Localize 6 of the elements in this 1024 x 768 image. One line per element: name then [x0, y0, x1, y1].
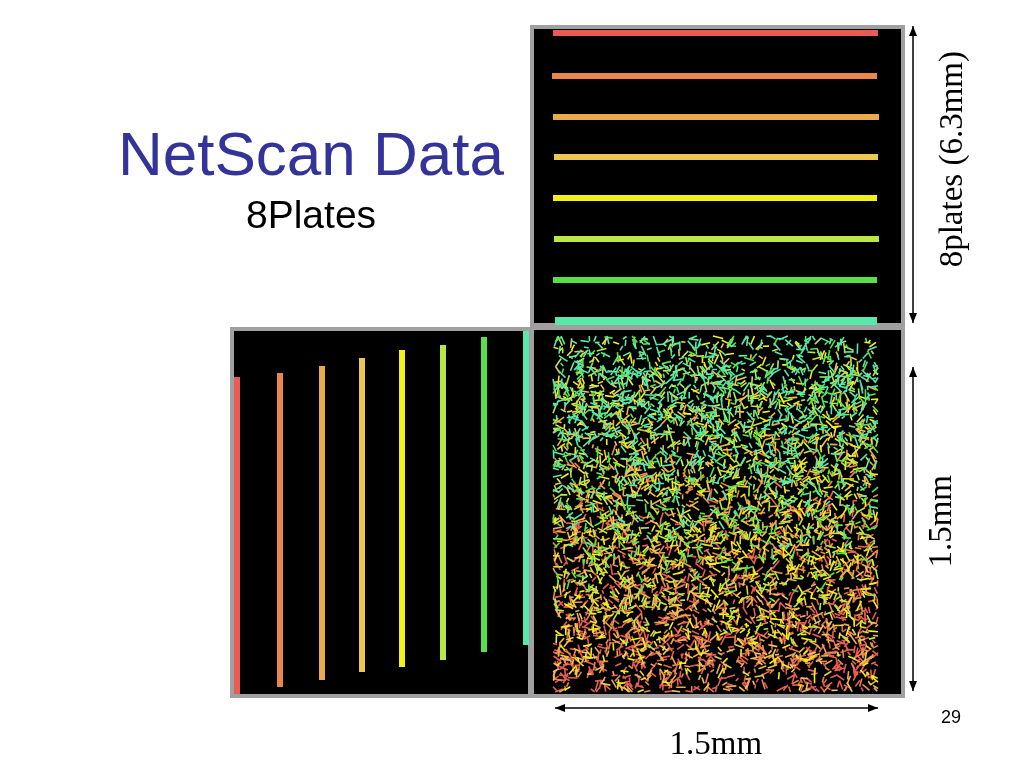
slide-subtitle: 8Plates — [246, 195, 377, 234]
slide-title: NetScan Data — [118, 123, 504, 185]
dimension-label: 1.5mm — [669, 727, 763, 760]
page-number: 29 — [941, 708, 962, 726]
dimension-label: 8plates (6.3mm) — [934, 51, 968, 268]
dimension-label: 1.5mm — [923, 474, 957, 568]
